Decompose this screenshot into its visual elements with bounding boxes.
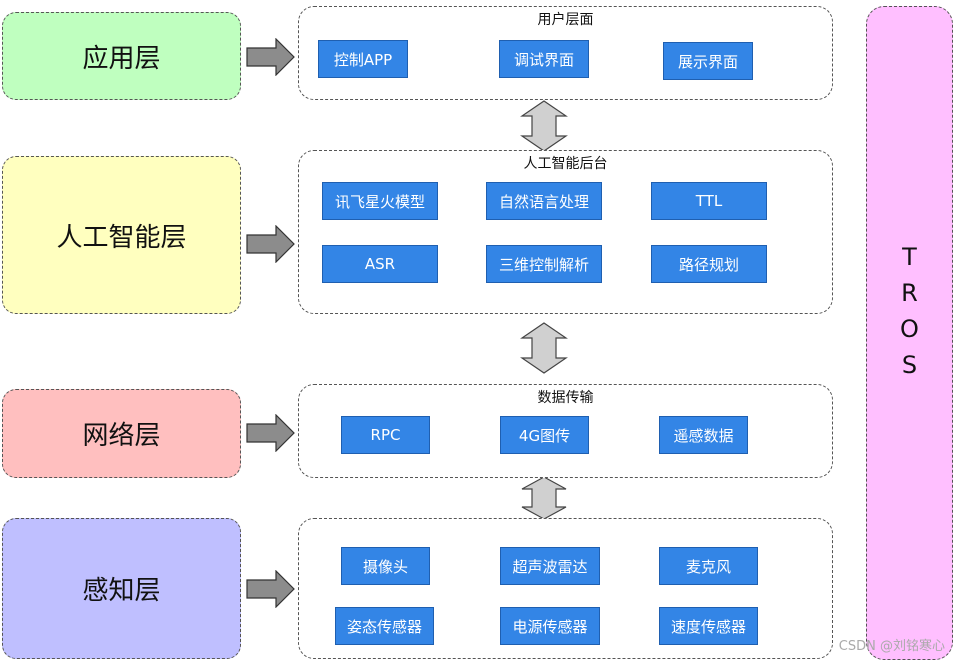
button-attitude-sensor[interactable]: 姿态传感器 — [335, 607, 434, 645]
button-ttl[interactable]: TTL — [651, 182, 767, 220]
button-rpc[interactable]: RPC — [341, 416, 430, 454]
button-path-planning[interactable]: 路径规划 — [651, 245, 767, 283]
group-ai-title: 人工智能后台 — [523, 156, 608, 172]
tros-bar: TROS — [866, 6, 953, 660]
button-nlp[interactable]: 自然语言处理 — [486, 182, 602, 220]
button-camera[interactable]: 摄像头 — [341, 547, 430, 585]
double-arrow-icon — [520, 100, 568, 152]
group-user-title: 用户层面 — [537, 12, 594, 28]
button-4g-video[interactable]: 4G图传 — [500, 416, 589, 454]
layer-application: 应用层 — [2, 12, 241, 100]
arrow-right-icon — [246, 414, 295, 452]
arrow-right-icon — [246, 38, 295, 76]
button-asr[interactable]: ASR — [322, 245, 438, 283]
group-network-title: 数据传输 — [537, 390, 594, 406]
button-display-ui[interactable]: 展示界面 — [663, 42, 753, 80]
double-arrow-icon — [520, 322, 568, 374]
watermark: CSDN @刘铭寒心 — [838, 639, 945, 654]
button-microphone[interactable]: 麦克风 — [659, 547, 758, 585]
button-ultrasonic-radar[interactable]: 超声波雷达 — [500, 547, 600, 585]
arrow-right-icon — [246, 225, 295, 263]
button-3d-control[interactable]: 三维控制解析 — [486, 245, 602, 283]
button-telemetry[interactable]: 遥感数据 — [659, 416, 748, 454]
layer-ai: 人工智能层 — [2, 156, 241, 314]
button-speed-sensor[interactable]: 速度传感器 — [659, 607, 758, 645]
tros-label: TROS — [900, 243, 919, 379]
button-power-sensor[interactable]: 电源传感器 — [500, 607, 600, 645]
arrow-right-icon — [246, 570, 295, 608]
layer-perception: 感知层 — [2, 518, 241, 659]
button-debug-ui[interactable]: 调试界面 — [499, 40, 589, 78]
button-control-app[interactable]: 控制APP — [318, 40, 408, 78]
button-spark-model[interactable]: 讯飞星火模型 — [322, 182, 438, 220]
double-arrow-icon — [521, 476, 567, 520]
layer-network: 网络层 — [2, 389, 241, 478]
group-ai: 人工智能后台 — [298, 150, 833, 314]
